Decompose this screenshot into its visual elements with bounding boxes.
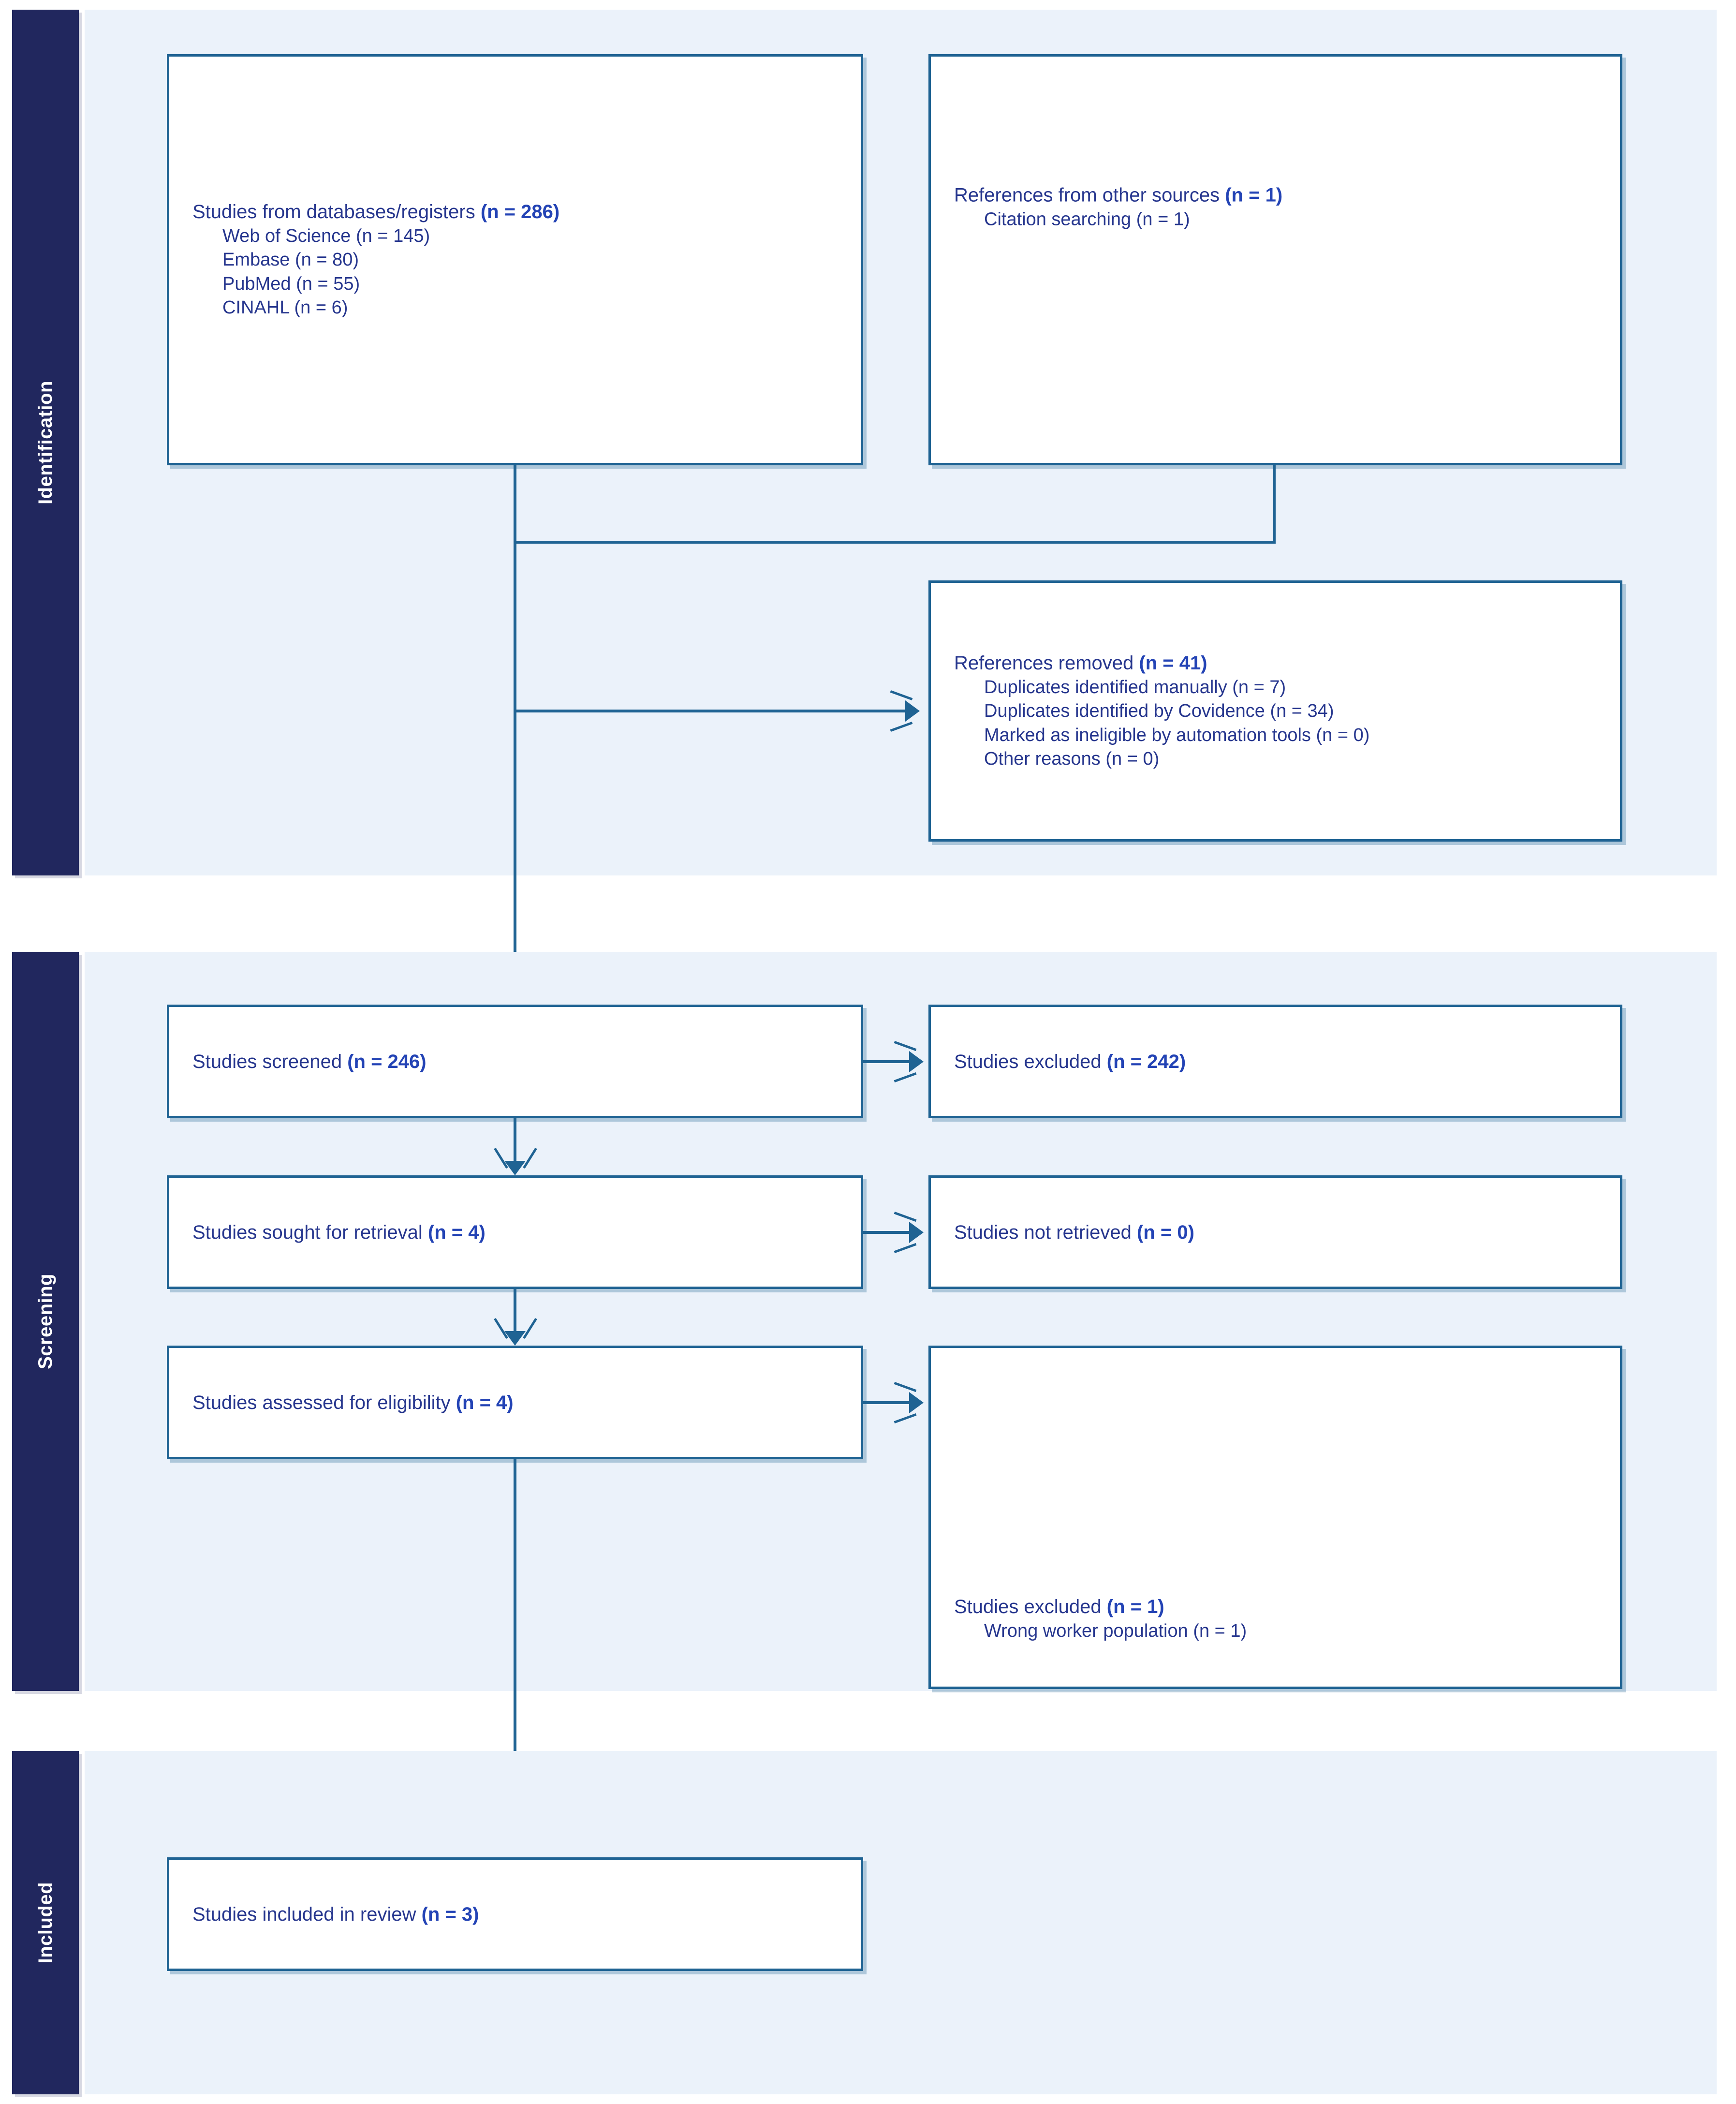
studies-excluded-screening-box: Studies excluded (n = 242) bbox=[928, 1005, 1622, 1118]
line-other-reasons: Other reasons (n = 0) bbox=[984, 749, 1160, 770]
connector-eligibility-to-included bbox=[514, 1459, 516, 1856]
arrowhead-eligibility-to-excluded bbox=[909, 1392, 924, 1413]
arrowhead-sought-to-not-retrieved bbox=[909, 1222, 924, 1243]
line-studies-sought: Studies sought for retrieval (n = 4) bbox=[192, 1221, 485, 1243]
line-databases-total: Studies from databases/registers (n = 28… bbox=[192, 201, 560, 223]
studies-sought-text: Studies sought for retrieval (n = 4) bbox=[169, 1220, 861, 1245]
connector-databases-stem bbox=[514, 465, 516, 543]
line-studies-not-retrieved: Studies not retrieved (n = 0) bbox=[954, 1221, 1194, 1243]
references-removed-text: References removed (n = 41) Duplicates i… bbox=[931, 651, 1620, 771]
studies-not-retrieved-box: Studies not retrieved (n = 0) bbox=[928, 1175, 1622, 1289]
connector-eligibility-to-excluded bbox=[863, 1401, 912, 1404]
line-other-sources-total: References from other sources (n = 1) bbox=[954, 184, 1283, 206]
arrowhead-to-references-removed bbox=[905, 700, 920, 722]
line-citation-searching: Citation searching (n = 1) bbox=[984, 209, 1190, 230]
studies-from-databases-text: Studies from databases/registers (n = 28… bbox=[169, 199, 861, 320]
line-duplicates-manual: Duplicates identified manually (n = 7) bbox=[984, 677, 1286, 698]
connector-screened-to-excluded bbox=[863, 1060, 912, 1063]
connector-other-sources-stem bbox=[1273, 465, 1276, 543]
line-studies-excluded-eligibility: Studies excluded (n = 1) bbox=[954, 1596, 1164, 1617]
references-from-other-sources-box: References from other sources (n = 1) Ci… bbox=[928, 54, 1622, 465]
studies-excluded-screening-text: Studies excluded (n = 242) bbox=[931, 1049, 1620, 1074]
stage-label-identification: Identification bbox=[34, 381, 56, 504]
studies-from-databases-box: Studies from databases/registers (n = 28… bbox=[167, 54, 863, 465]
connector-main-spine-identification bbox=[514, 541, 516, 986]
line-marked-ineligible: Marked as ineligible by automation tools… bbox=[984, 725, 1370, 745]
line-removed-total: References removed (n = 41) bbox=[954, 652, 1207, 674]
references-from-other-sources-text: References from other sources (n = 1) Ci… bbox=[931, 182, 1620, 231]
connector-sought-to-eligibility bbox=[514, 1289, 516, 1342]
studies-eligibility-text: Studies assessed for eligibility (n = 4) bbox=[169, 1390, 861, 1415]
line-embase: Embase (n = 80) bbox=[222, 250, 359, 270]
arrowhead-screened-to-excluded bbox=[909, 1051, 924, 1072]
studies-screened-text: Studies screened (n = 246) bbox=[169, 1049, 861, 1074]
connector-sought-to-not-retrieved bbox=[863, 1231, 912, 1234]
line-studies-included: Studies included in review (n = 3) bbox=[192, 1903, 479, 1925]
studies-screened-box: Studies screened (n = 246) bbox=[167, 1005, 863, 1118]
line-studies-excluded-screening: Studies excluded (n = 242) bbox=[954, 1051, 1186, 1072]
stage-sidebar-screening: Screening bbox=[12, 952, 79, 1691]
studies-not-retrieved-text: Studies not retrieved (n = 0) bbox=[931, 1220, 1620, 1245]
line-wrong-worker-population: Wrong worker population (n = 1) bbox=[984, 1620, 1247, 1641]
line-pubmed: PubMed (n = 55) bbox=[222, 274, 360, 294]
studies-excluded-eligibility-text: Studies excluded (n = 1) Wrong worker po… bbox=[931, 1594, 1620, 1643]
line-studies-eligibility: Studies assessed for eligibility (n = 4) bbox=[192, 1392, 514, 1413]
studies-excluded-eligibility-box: Studies excluded (n = 1) Wrong worker po… bbox=[928, 1346, 1622, 1689]
line-web-of-science: Web of Science (n = 145) bbox=[222, 226, 430, 247]
line-studies-screened: Studies screened (n = 246) bbox=[192, 1051, 427, 1072]
stage-label-included: Included bbox=[34, 1882, 56, 1964]
stage-sidebar-included: Included bbox=[12, 1751, 79, 2094]
line-cinahl: CINAHL (n = 6) bbox=[222, 297, 348, 318]
connector-merge-bar bbox=[514, 541, 1276, 544]
arrowhead-to-sought bbox=[504, 1161, 526, 1175]
studies-included-in-review-box: Studies included in review (n = 3) bbox=[167, 1857, 863, 1971]
connector-screened-to-sought bbox=[514, 1118, 516, 1171]
studies-included-text: Studies included in review (n = 3) bbox=[169, 1902, 861, 1927]
line-duplicates-covidence: Duplicates identified by Covidence (n = … bbox=[984, 701, 1334, 722]
references-removed-box: References removed (n = 41) Duplicates i… bbox=[928, 580, 1622, 842]
arrowhead-to-eligibility bbox=[504, 1331, 526, 1346]
connector-to-references-removed bbox=[514, 710, 905, 712]
stage-sidebar-identification: Identification bbox=[12, 10, 79, 875]
studies-sought-for-retrieval-box: Studies sought for retrieval (n = 4) bbox=[167, 1175, 863, 1289]
studies-assessed-for-eligibility-box: Studies assessed for eligibility (n = 4) bbox=[167, 1346, 863, 1459]
stage-label-screening: Screening bbox=[34, 1274, 56, 1369]
